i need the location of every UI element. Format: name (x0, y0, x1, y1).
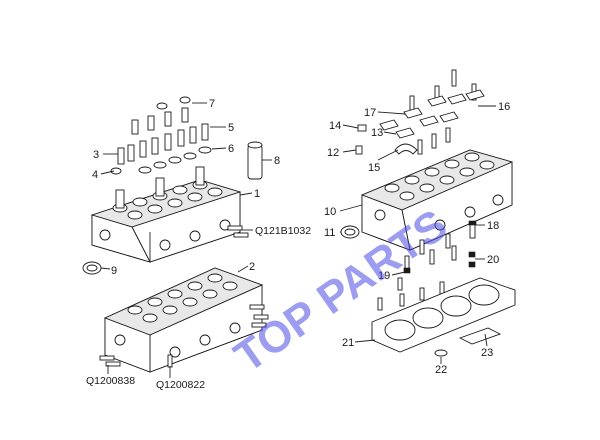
valve-parts-cluster (82, 96, 263, 275)
part-code-q1200822: Q1200822 (156, 379, 205, 391)
cylinder-head-upper (90, 166, 242, 263)
head-lower-bosses (127, 273, 238, 323)
callout-13: 13 (371, 127, 383, 139)
head-upper-bosses (112, 166, 223, 220)
callout-17: 17 (364, 107, 376, 119)
callout-15: 15 (368, 162, 380, 174)
leader-lines (100, 102, 496, 378)
head-gasket (371, 277, 516, 357)
cylinder-head-right (340, 149, 514, 251)
part-code-q121b1032: Q121B1032 (255, 225, 311, 237)
callout-6: 6 (228, 143, 234, 155)
callout-9: 9 (111, 265, 117, 277)
callout-labels: 1 2 3 4 5 6 7 8 9 10 11 12 13 14 15 16 1… (92, 98, 510, 376)
part-code-labels: Q121B1032 Q1200838 Q1200822 (86, 225, 311, 391)
callout-11: 11 (324, 227, 335, 239)
callout-19: 19 (378, 270, 390, 282)
callout-4: 4 (92, 169, 98, 181)
callout-21: 21 (342, 337, 354, 349)
callout-23: 23 (481, 347, 493, 359)
callout-10: 10 (324, 206, 336, 218)
callout-20: 20 (487, 254, 499, 266)
callout-7: 7 (209, 98, 215, 110)
callout-1: 1 (254, 188, 260, 200)
callout-12: 12 (327, 147, 339, 159)
cylinder-head-lower (99, 267, 269, 373)
callout-2: 2 (249, 261, 255, 273)
callout-5: 5 (228, 122, 234, 134)
head-bolts (377, 220, 477, 311)
callout-22: 22 (435, 364, 447, 376)
callout-16: 16 (498, 101, 510, 113)
callout-3: 3 (93, 149, 99, 161)
rocker-parts-cluster (355, 69, 485, 155)
part-code-q1200838: Q1200838 (86, 375, 135, 387)
callout-8: 8 (274, 155, 280, 167)
callout-14: 14 (329, 120, 341, 132)
head-right-bosses (384, 152, 495, 201)
callout-18: 18 (487, 220, 499, 232)
